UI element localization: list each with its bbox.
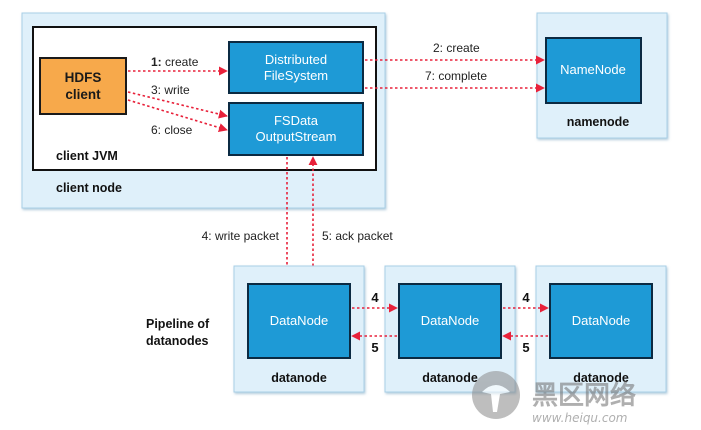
distributed-filesystem-box bbox=[228, 41, 364, 94]
step-4-label: 4: write packet bbox=[202, 229, 280, 243]
dfs-line1: Distributed bbox=[265, 52, 327, 67]
datanode-3-label: datanode bbox=[573, 371, 629, 385]
pipeline-ack-2-label: 5 bbox=[522, 340, 529, 355]
hdfs-client-box bbox=[39, 57, 127, 115]
datanode-2-inner-label: DataNode bbox=[421, 313, 480, 328]
step-7-label: 7: complete bbox=[425, 69, 487, 83]
step-1-label: 1: create bbox=[151, 55, 199, 69]
arrow-step-3-write bbox=[127, 91, 228, 119]
dfs-line2: FileSystem bbox=[264, 68, 328, 83]
datanode-2-box bbox=[398, 283, 502, 359]
datanode-2-label: datanode bbox=[422, 371, 478, 385]
namenode-box bbox=[545, 37, 642, 104]
pipeline-forward-2-label: 4 bbox=[522, 290, 530, 305]
fsdata-outputstream-box bbox=[228, 102, 364, 156]
datanode-1-label: datanode bbox=[271, 371, 327, 385]
datanode-3-box bbox=[549, 283, 653, 359]
client-node-label: client node bbox=[56, 181, 122, 195]
datanode-1-box bbox=[247, 283, 351, 359]
watermark-url: www.heiqu.com bbox=[532, 411, 627, 425]
hdfs-client-line2: client bbox=[65, 87, 101, 102]
client-jvm-label: client JVM bbox=[56, 149, 118, 163]
watermark-text: 黑区网络 bbox=[532, 380, 636, 411]
hdfs-client-line1: HDFS bbox=[65, 70, 102, 85]
step-6-label: 6: close bbox=[151, 123, 193, 137]
fsdos-line1: FSData bbox=[274, 113, 319, 128]
pipeline-forward-1-label: 4 bbox=[371, 290, 379, 305]
step-5-label: 5: ack packet bbox=[322, 229, 393, 243]
namenode-label: namenode bbox=[567, 115, 630, 129]
datanode-1-inner-label: DataNode bbox=[270, 313, 329, 328]
arrow-step-6-close bbox=[127, 99, 228, 132]
pipeline-label-line1: Pipeline of bbox=[146, 317, 210, 331]
watermark: 黑区网络 www.heiqu.com bbox=[472, 371, 636, 425]
fsdos-line2: OutputStream bbox=[256, 129, 337, 144]
pipeline-ack-1-label: 5 bbox=[371, 340, 378, 355]
step-3-label: 3: write bbox=[151, 83, 190, 97]
datanode-3-inner-label: DataNode bbox=[572, 313, 631, 328]
step-2-label: 2: create bbox=[433, 41, 480, 55]
namenode-inner-label: NameNode bbox=[560, 62, 626, 77]
pipeline-label-line2: datanodes bbox=[146, 334, 209, 348]
